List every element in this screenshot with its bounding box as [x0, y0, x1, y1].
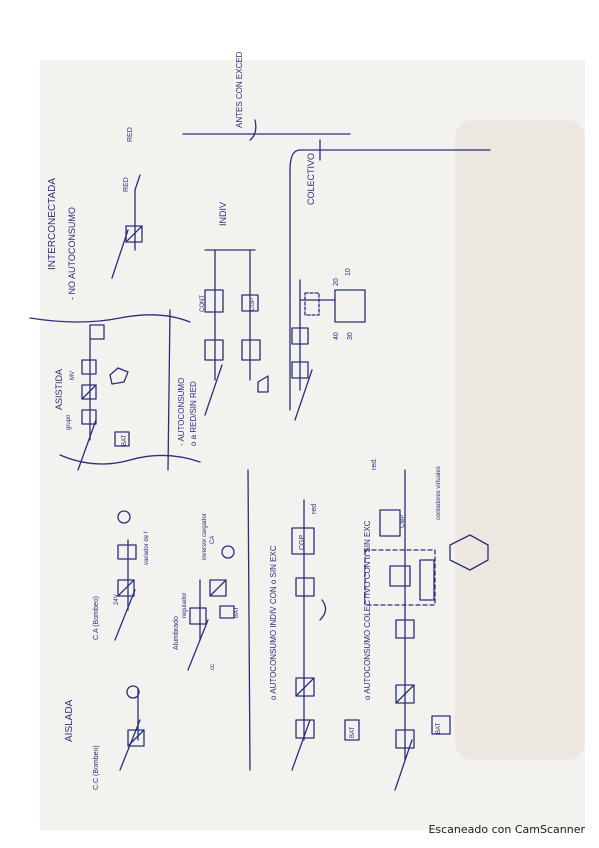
autoconsumo-indiv-diagram — [291, 499, 360, 771]
colectivo-bracket — [289, 149, 301, 411]
label-bat-4: BAT — [436, 722, 442, 734]
label-red-bottom: red. — [371, 458, 378, 470]
label-cc: cc — [210, 664, 216, 670]
label-mv: MV — [70, 371, 76, 380]
label-alumbrado: Alumbrado — [173, 616, 180, 650]
label-regulador: regulador — [182, 593, 188, 618]
title-autoconsumo-red: - AUTOCONSUMO — [177, 378, 186, 446]
alumbrado-diagram — [187, 545, 235, 671]
label-bat-3: BAT — [350, 726, 356, 738]
text-layer: AISLADA ASISTIDA INTERCONECTADA - NO AUT… — [47, 51, 442, 790]
label-inversor-cargador: inversor cargador — [202, 513, 208, 560]
label-n20: 20 — [333, 278, 340, 286]
title-autoconsumo-red-sub: o a RED/SIN RED — [189, 381, 198, 446]
label-cont: CONT — [200, 295, 206, 312]
title-asistida: ASISTIDA — [54, 369, 64, 410]
label-red-mid: red — [311, 504, 318, 514]
title-no-autoconsumo: - NO AUTOCONSUMO — [67, 207, 77, 300]
label-contadores-virtuales: contadores virtuales — [436, 466, 442, 520]
autoconsumo-colectivo-diagram — [364, 469, 489, 791]
label-red-top-2: RED — [127, 127, 134, 142]
label-cc-bombeo: C.C (Bombeo) — [93, 745, 100, 790]
label-cgp-1: CGP — [250, 298, 256, 311]
label-n10: 10 — [345, 268, 352, 276]
aislada-diagram — [114, 510, 145, 771]
bleed-through-stain — [455, 120, 585, 760]
label-cmp: CMP — [400, 515, 406, 528]
title-indiv: INDIV — [218, 202, 228, 226]
label-grupo: grupo — [66, 414, 72, 430]
title-interconectada: INTERCONECTADA — [47, 178, 58, 270]
label-n30: 30 — [347, 332, 354, 340]
title-autoconsumo-colectivo: o AUTOCONSUMO COLECTIVO CON o SIN EXC — [363, 520, 372, 700]
label-bat-2: BAT — [122, 434, 128, 446]
title-autoconsumo-indiv: o AUTOCONSUMO INDIV CON o SIN EXC — [269, 545, 278, 700]
autoconsumo-red-diagram — [204, 249, 269, 416]
label-variador: variador de f — [144, 531, 150, 565]
title-antes-con-exced: ANTES CON EXCED — [235, 51, 244, 128]
label-red-top: RED — [123, 177, 130, 192]
label-cgp-2: CGP — [299, 535, 306, 551]
label-n40: 40 — [333, 332, 340, 340]
label-24v: 24V — [114, 594, 120, 605]
title-colectivo: COLECTIVO — [306, 153, 316, 205]
label-ca-bombeo: C.A (Bombeo) — [93, 596, 100, 640]
title-aislada: AISLADA — [64, 699, 75, 742]
label-bat-1: BAT — [234, 606, 240, 618]
no-autoconsumo-diagram — [111, 174, 143, 279]
label-ca: CA — [210, 536, 216, 544]
camscanner-watermark: Escaneado con CamScanner — [428, 823, 585, 836]
colectivo-diagram — [291, 139, 366, 421]
asistida-diagram — [77, 324, 130, 471]
